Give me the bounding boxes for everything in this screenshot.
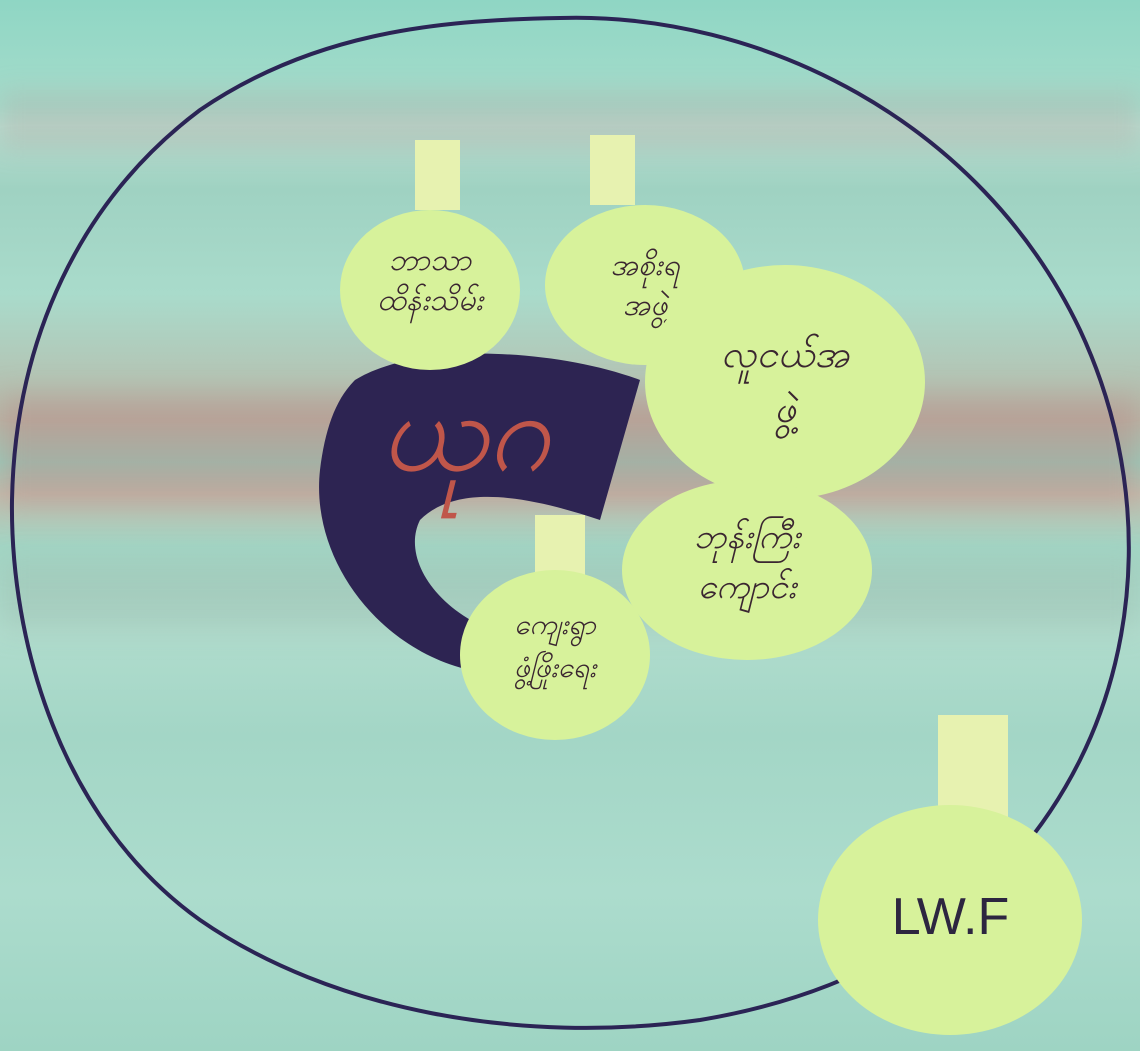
sticker-monastery: ဘုန်းကြီး ကျောင်း — [622, 480, 872, 660]
sticker-line-1: ကျေးရွာ — [460, 610, 650, 639]
sticker-lwf: LW.F — [818, 715, 1083, 1035]
sticker-line-2: ဖွဲ့ — [645, 390, 925, 430]
sticker-line-2: ကျောင်း — [622, 570, 872, 606]
sticker-village-development: ကျေးရွာ ဖွံ့ဖြိုးရေး — [460, 515, 650, 740]
sticker-youth: လူငယ်အ ဖွဲ့ — [645, 265, 925, 500]
sticker-religion: ဘာသာ ထိန်းသိမ်း — [340, 140, 520, 370]
sticker-line-1: ဘုန်းကြီး — [622, 520, 872, 556]
sticker-line-1: LW.F — [818, 890, 1083, 945]
sticker-line-1: လူငယ်အ — [645, 335, 925, 375]
sticker-line-1: ဘာသာ — [340, 245, 520, 277]
sticker-line-2: ဖွံ့ဖြိုးရေး — [460, 653, 650, 682]
sticker-line-2: ထိန်းသိမ်း — [340, 285, 520, 317]
